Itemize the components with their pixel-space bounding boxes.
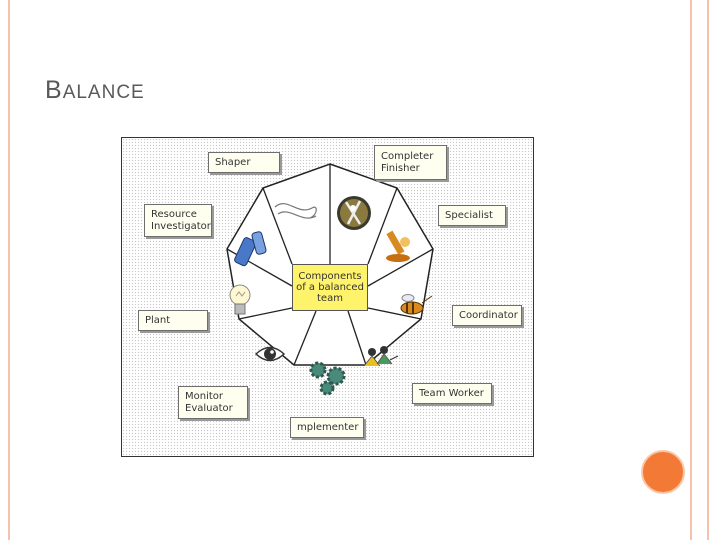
- phone-icon: [234, 231, 267, 267]
- compass-tools-icon: [337, 196, 371, 230]
- bee-icon: [400, 294, 433, 315]
- right-border-line-1: [690, 0, 692, 540]
- team-roles-diagram: Components of a balanced team Shaper Com…: [121, 137, 534, 457]
- label-team-worker: Team Worker: [412, 383, 492, 404]
- accent-circle: [641, 450, 685, 494]
- team-people-icon: [363, 346, 399, 367]
- paper-squiggle-icon: [274, 203, 317, 219]
- label-monitor-evaluator: Monitor Evaluator: [178, 386, 248, 419]
- eye-icon: [254, 346, 286, 362]
- label-specialist: Specialist: [438, 205, 506, 226]
- slide-title: BALANCE: [45, 76, 145, 104]
- center-label: Components of a balanced team: [292, 264, 368, 311]
- label-resource-investigator: Resource Investigator: [144, 204, 212, 237]
- label-plant: Plant: [138, 310, 208, 331]
- label-implementer: mplementer: [290, 417, 364, 438]
- label-completer-finisher: Completer Finisher: [374, 145, 447, 180]
- gears-icon: [309, 361, 346, 396]
- label-coordinator: Coordinator: [452, 305, 522, 326]
- right-border-line-2: [707, 0, 709, 540]
- lightbulb-icon: [229, 284, 251, 315]
- label-shaper: Shaper: [208, 152, 280, 173]
- microscope-icon: [386, 230, 410, 262]
- left-border-line: [8, 0, 10, 540]
